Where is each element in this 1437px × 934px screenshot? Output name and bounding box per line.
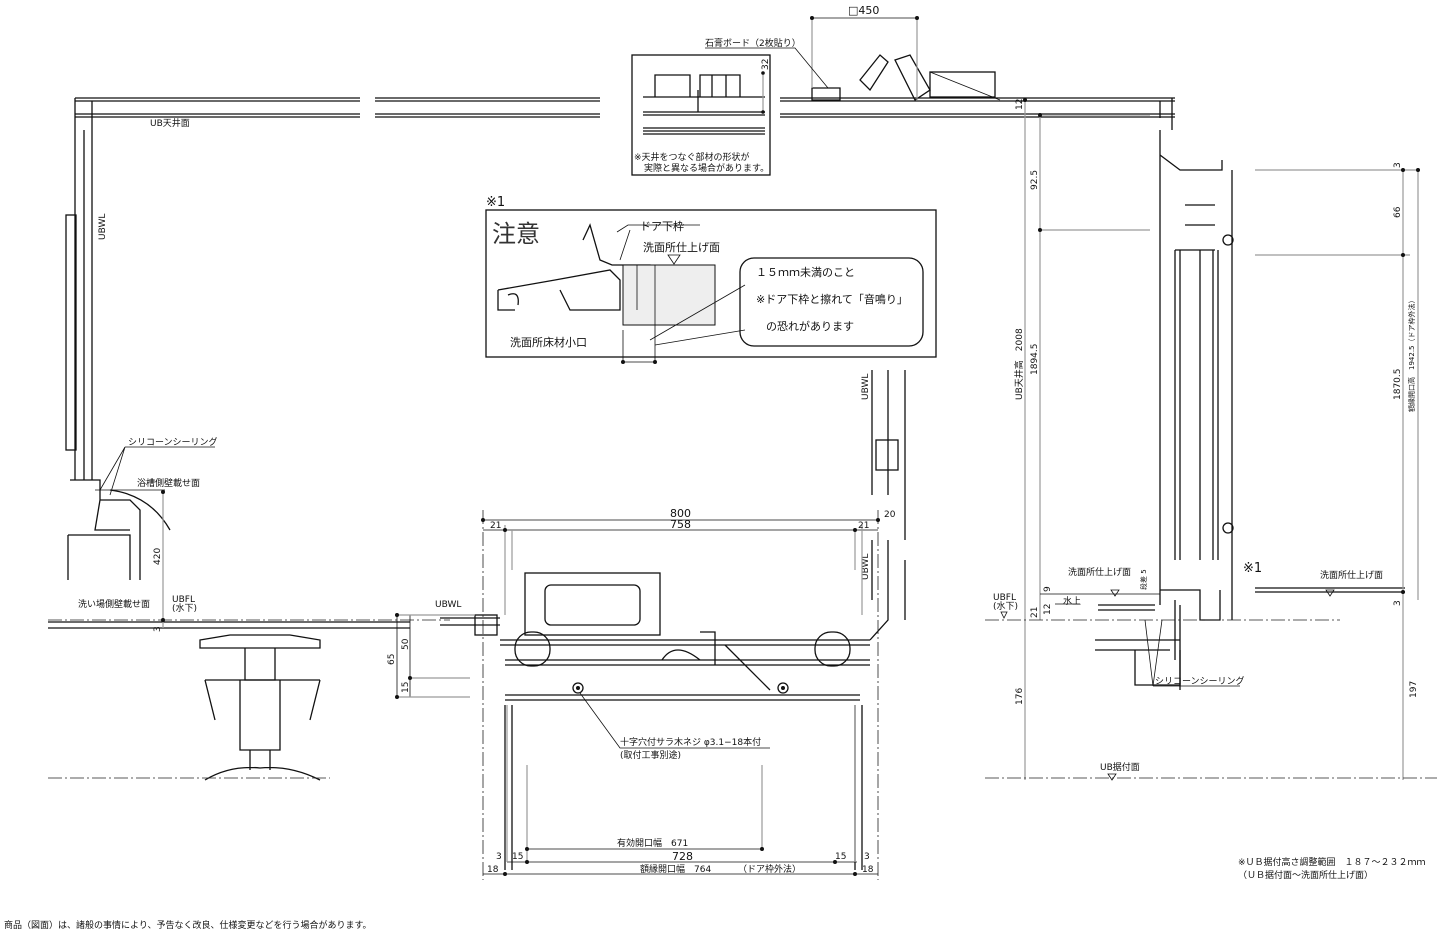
left-wall-section: UB天井面 UBWL シリコーンシーリング 浴槽側壁載せ面 420 UBFL (… — [48, 117, 450, 781]
right-door-section: 12 92.5 UB天井高 2008 1894.5 3 66 1870.5 額縁… — [985, 98, 1437, 781]
screw-label: 十字穴付サラ木ネジ φ3.1−18本付 — [620, 736, 761, 748]
joint-note-line2: 実際と異なる場合があります。 — [644, 162, 769, 174]
dim-197: 197 — [1409, 681, 1419, 698]
caution-box: ※1 注意 ドア下枠 洗面所仕上げ面 洗面所床材小口 １５ｍｍ未満のこと ※ドア… — [485, 195, 937, 364]
gypsum-board-label: 石膏ボード（2枚貼り） — [705, 37, 801, 49]
dim-420: 420 — [153, 548, 163, 565]
dim-21-left: 21 — [490, 521, 501, 531]
bubble-line1: １５ｍｍ未満のこと — [756, 266, 855, 279]
door-plan-section: UBWL UBWL UBWL 800 758 21 21 20 65 50 15… — [387, 370, 906, 880]
bubble-line2: ※ドア下枠と擦れて「音鳴り」 — [756, 292, 908, 306]
ub-install-label: UB据付面 — [1100, 761, 1140, 773]
dim-15-left-plan: 15 — [512, 852, 523, 862]
frame-note-label: （ドア枠外法） — [738, 863, 801, 875]
dim-18-left: 18 — [487, 865, 499, 875]
dim-15: 15 — [401, 682, 411, 693]
dim-65: 65 — [387, 654, 397, 665]
dim-9-right: 9 — [1043, 586, 1053, 592]
silicone-label-right: シリコーンシーリング — [1155, 675, 1245, 687]
ubwl-label-top: UBWL — [861, 374, 871, 400]
dim-3-left-plan: 3 — [496, 852, 502, 862]
wash-finish-left-label: 洗面所仕上げ面 — [1068, 566, 1131, 578]
dim-176: 176 — [1015, 688, 1025, 705]
silicone-label-left: シリコーンシーリング — [128, 436, 218, 448]
ref-mark-right: ※1 — [1243, 561, 1262, 576]
screw-sub-label: (取付工事別途) — [620, 749, 681, 761]
dim-3-right-plan: 3 — [864, 852, 870, 862]
range-note: ※ＵＢ据付高さ調整範囲 １８７～２３２ｍｍ — [1238, 856, 1426, 868]
dim-18-right: 18 — [862, 865, 874, 875]
ubwl-label-mid: UBWL — [861, 554, 871, 580]
dim-15-right-plan: 15 — [835, 852, 846, 862]
ub-ceiling-height: UB天井高 2008 — [1013, 328, 1025, 400]
water-high-label: 水上 — [1063, 595, 1081, 607]
joint-note-line1: ※天井をつなぐ部材の形状が — [634, 151, 750, 163]
gypsum-board-callout: 石膏ボード（2枚貼り） — [705, 37, 829, 89]
dim-66: 66 — [1393, 206, 1403, 218]
dim-20: 20 — [884, 510, 896, 520]
wash-finish-right-label: 洗面所仕上げ面 — [1320, 569, 1383, 581]
ubfl-sub-right: (水下) — [993, 600, 1018, 612]
ubwl-label-left-plan: UBWL — [435, 600, 461, 610]
plan-size-dimension: □450 — [810, 4, 919, 100]
dim-32: 32 — [761, 59, 771, 70]
dim-1870-5: 1870.5 — [1393, 369, 1403, 401]
dim-3-left: 3 — [153, 626, 163, 632]
dim-1894-5: 1894.5 — [1030, 344, 1040, 376]
footer-disclaimer: 商品（図面）は、諸般の事情により、予告なく改良、仕様変更などを行う場合があります… — [4, 919, 372, 931]
ubfl-label-left: UBFL — [172, 595, 195, 605]
plan-size-label: □450 — [848, 4, 879, 17]
dim-3-top-right: 3 — [1393, 162, 1403, 168]
caution-title: 注意 — [492, 220, 540, 248]
dim-3-bottom-right: 3 — [1393, 600, 1403, 606]
ceiling-band — [74, 54, 1175, 135]
dim-50: 50 — [401, 638, 411, 650]
dim-21-right: 21 — [1030, 607, 1040, 618]
dim-12-top: 12 — [1015, 99, 1025, 110]
effective-width-label: 有効開口幅 671 — [617, 837, 688, 849]
ubwl-label-left: UBWL — [98, 214, 108, 240]
dim-758: 758 — [670, 518, 691, 531]
ubfl-label-right: UBFL — [993, 593, 1016, 603]
bubble-line3: の恐れがあります — [766, 319, 854, 333]
caution-ref: ※1 — [486, 195, 505, 210]
ceiling-joint-detail: 32 ※天井をつなぐ部材の形状が 実際と異なる場合があります。 — [631, 54, 771, 176]
dim-800: 800 — [670, 507, 691, 520]
dim-12-right: 12 — [1043, 604, 1053, 615]
ubfl-sub-left: (水下) — [172, 602, 197, 614]
dim-92-5: 92.5 — [1030, 170, 1040, 190]
range-sub-note: （ＵＢ据付面～洗面所仕上げ面） — [1238, 869, 1373, 881]
dim-21-right: 21 — [858, 521, 869, 531]
tub-wall-label: 浴槽側壁載せ面 — [137, 477, 200, 489]
dim-728: 728 — [672, 850, 693, 863]
door-sill-label: ドア下枠 — [640, 219, 684, 233]
ub-ceiling-label: UB天井面 — [150, 117, 190, 129]
wash-wall-label: 洗い場側壁載せ面 — [78, 598, 150, 610]
wash-finish-label-caution: 洗面所仕上げ面 — [643, 241, 720, 254]
frame-height-label: 額縁開口高 1942.5（ドア枠外法） — [1407, 297, 1416, 413]
frame-width-label: 額縁開口幅 764 — [640, 863, 711, 875]
step-label: 段差 5 — [1139, 569, 1148, 590]
floor-edge-label: 洗面所床材小口 — [510, 335, 587, 349]
